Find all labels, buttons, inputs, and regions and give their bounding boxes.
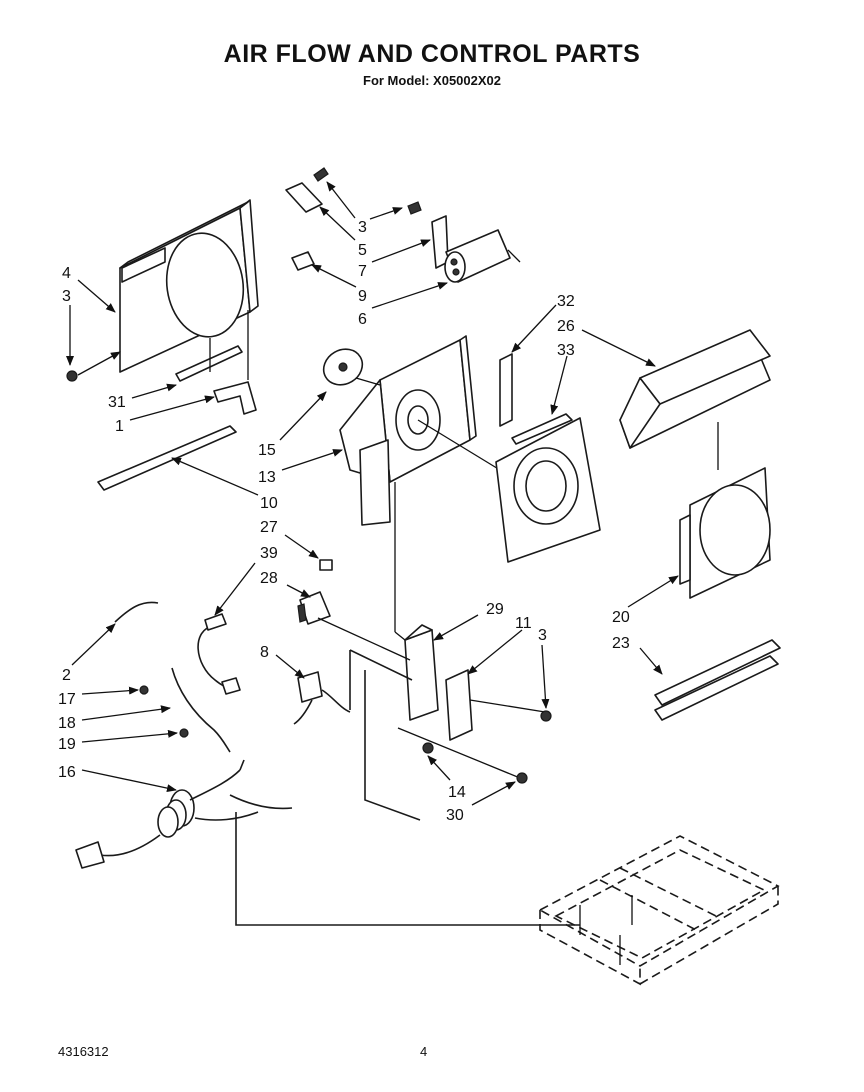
center-housing	[339, 335, 501, 526]
callout-labels: 3 5 3 7 9 6 4 3 31 1 15 13 10 32 26 33 2…	[58, 219, 630, 824]
callout-23: 23	[612, 635, 630, 652]
callout-19: 19	[58, 736, 76, 753]
callout-13: 13	[258, 469, 276, 486]
callout-6: 6	[358, 311, 367, 328]
screw-left	[66, 370, 78, 382]
clip-5	[285, 182, 323, 213]
vertical-strip	[499, 353, 513, 427]
callout-18: 18	[58, 715, 76, 732]
callout-2: 2	[62, 667, 71, 684]
mounting-rail	[97, 425, 237, 491]
callout-32: 32	[557, 293, 575, 310]
callout-14: 14	[448, 784, 466, 801]
page-title: AIR FLOW AND CONTROL PARTS	[223, 40, 641, 68]
document-number: 4316312	[58, 1044, 109, 1059]
callout-15: 15	[258, 442, 276, 459]
callout-leaders	[66, 181, 679, 806]
callout-33: 33	[557, 342, 575, 359]
model-subtitle: For Model: X05002X02	[363, 73, 501, 88]
top-screw	[313, 167, 329, 182]
wire-18	[171, 667, 231, 753]
thermostat-8	[293, 671, 351, 725]
callout-39: 39	[260, 545, 278, 562]
callout-31: 31	[108, 394, 126, 411]
switch-28	[297, 591, 331, 625]
screw-3-right	[540, 710, 552, 722]
callout-30: 30	[446, 807, 464, 824]
bracket	[213, 381, 257, 415]
callout-26: 26	[557, 318, 575, 335]
capacitor	[444, 229, 521, 283]
callout-9: 9	[358, 288, 367, 305]
right-shroud	[679, 467, 771, 599]
left-shroud-panel	[119, 199, 259, 373]
callout-20: 20	[612, 609, 630, 626]
plate-11	[445, 669, 473, 741]
callout-5: 5	[358, 242, 367, 259]
drain-tray	[654, 639, 781, 721]
screw-17	[139, 685, 149, 695]
power-cord-16	[75, 759, 293, 869]
fan-hub	[322, 348, 381, 386]
base-pan-dashed	[538, 835, 780, 986]
screw-14	[422, 742, 434, 754]
page-number: 4	[420, 1044, 428, 1059]
callout-16: 16	[58, 764, 76, 781]
top-air-duct	[619, 329, 771, 449]
filter-strip	[175, 345, 243, 382]
screw-19	[179, 728, 189, 738]
callout-3: 3	[358, 219, 367, 236]
callout-7: 7	[358, 263, 367, 280]
callout-4: 4	[62, 265, 71, 282]
bracket-29	[404, 624, 439, 721]
callout-17: 17	[58, 691, 76, 708]
callout-1: 1	[115, 418, 124, 435]
small-block-9	[291, 251, 315, 271]
hose-2	[114, 601, 159, 623]
callout-10: 10	[260, 495, 278, 512]
callout-27: 27	[260, 519, 278, 536]
screw-top-right	[407, 201, 422, 215]
callout-8: 8	[260, 644, 269, 661]
screw-30	[516, 772, 528, 784]
callout-29: 29	[486, 601, 504, 618]
blower-housing	[495, 413, 601, 563]
callout-3-right: 3	[538, 627, 547, 644]
callout-3-left: 3	[62, 288, 71, 305]
callout-28: 28	[260, 570, 278, 587]
knob-27	[319, 559, 333, 571]
callout-11: 11	[515, 615, 532, 632]
